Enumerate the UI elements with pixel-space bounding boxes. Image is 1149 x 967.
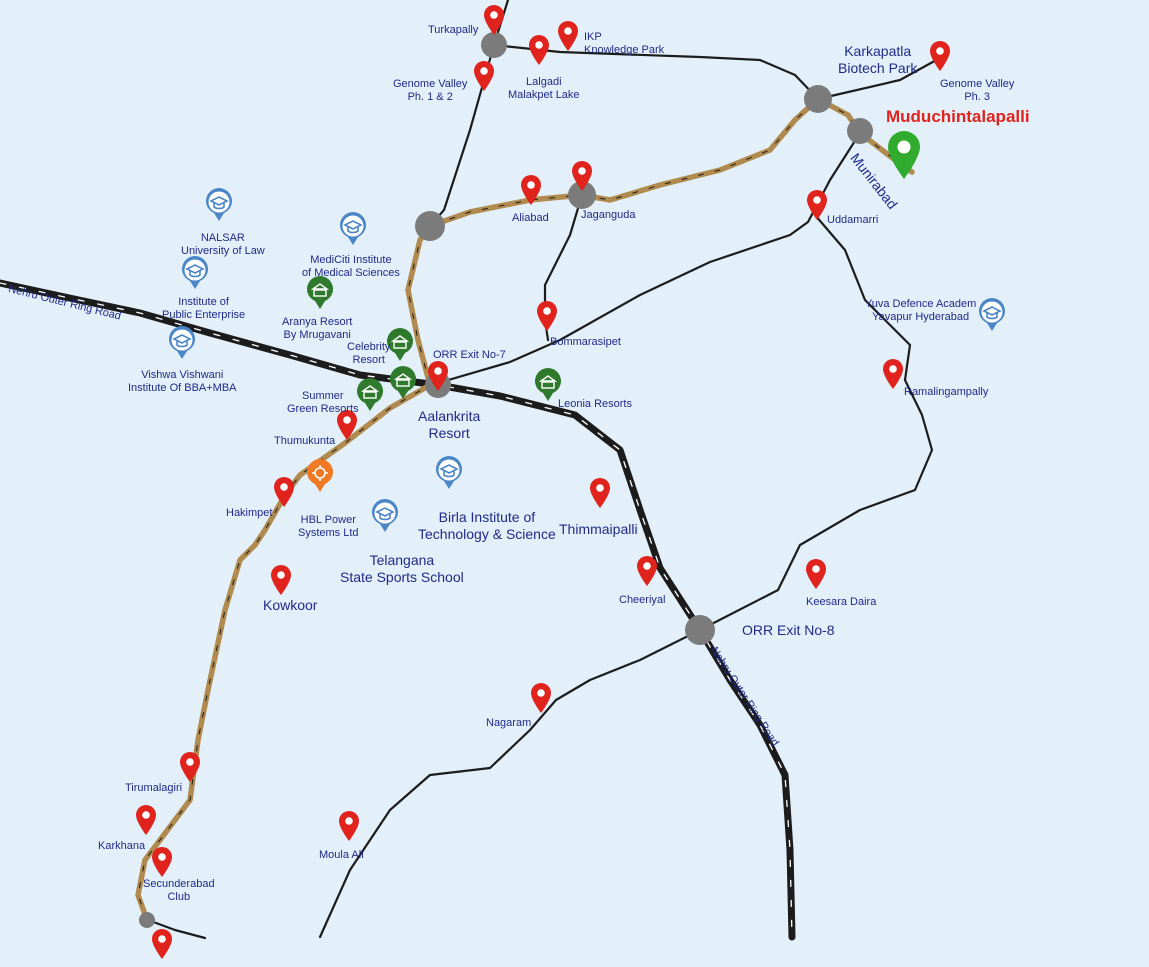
place-label: Secunderabad Club <box>143 878 215 903</box>
place-label: Vishwa Vishwani Institute Of BBA+MBA <box>128 369 237 394</box>
road-karkapatla-muduchintalapalli <box>816 56 942 101</box>
junction-muduchintalapalli <box>847 118 873 144</box>
location-pin-icon[interactable] <box>636 555 658 592</box>
project-name-label: Muduchintalapalli <box>886 107 1030 126</box>
junction-orr-exit-8 <box>685 615 715 645</box>
education-pin-icon[interactable] <box>978 298 1006 337</box>
education-pin-icon[interactable] <box>181 256 209 295</box>
place-label: Thumukunta <box>274 435 336 447</box>
place-label: IKP Knowledge Park <box>584 31 665 56</box>
junction-karkapatla <box>804 85 832 113</box>
place-label: NALSAR University of Law <box>181 232 265 257</box>
resort-pin-icon[interactable] <box>356 378 384 417</box>
place-label: Bommarasipet <box>550 336 621 348</box>
road-orr7-uddamarri <box>436 131 862 385</box>
location-pin-icon[interactable] <box>528 34 550 71</box>
place-label: Leonia Resorts <box>558 398 632 410</box>
place-label: Jaganguda <box>581 209 636 221</box>
resort-pin-icon[interactable] <box>306 276 334 315</box>
place-label: Moula Ali <box>319 849 364 861</box>
place-label: Aalankrita Resort <box>418 408 481 441</box>
junction-secunderabad <box>139 912 155 928</box>
place-label: HBL Power Systems Ltd <box>298 514 359 539</box>
location-pin-icon[interactable] <box>536 300 558 337</box>
place-label: Aranya Resort By Mrugavani <box>282 316 353 341</box>
place-label: Nagaram <box>486 717 532 729</box>
place-label: Birla Institute of Technology & Science <box>418 509 556 542</box>
junction-turkapally <box>481 32 507 58</box>
place-label: Ramalingampally <box>904 386 989 398</box>
location-pin-icon[interactable] <box>336 409 358 446</box>
place-label: Summer Green Resorts <box>287 390 359 415</box>
location-pin-icon[interactable] <box>530 682 552 719</box>
resort-pin-icon[interactable] <box>389 366 417 405</box>
education-pin-icon[interactable] <box>168 326 196 365</box>
junction-jaganguda <box>568 181 596 209</box>
location-pin-icon[interactable] <box>273 476 295 513</box>
place-label: Institute of Public Enterprise <box>162 296 246 321</box>
place-label: Tirumalagiri <box>125 782 183 794</box>
place-label: Genome Valley Ph. 1 & 2 <box>393 78 468 103</box>
place-label: Uddamarri <box>827 214 879 226</box>
location-pin-icon[interactable] <box>520 174 542 211</box>
place-label: Karkapatla Biotech Park <box>838 43 918 76</box>
location-pin-icon[interactable] <box>179 751 201 788</box>
industry-pin-icon[interactable] <box>306 459 334 498</box>
place-label: Cheeriyal <box>619 594 666 606</box>
location-pin-icon[interactable] <box>270 564 292 601</box>
education-pin-icon[interactable] <box>435 456 463 495</box>
location-pin-icon[interactable] <box>571 160 593 197</box>
location-pin-icon[interactable] <box>135 804 157 841</box>
location-pin-icon[interactable] <box>929 40 951 77</box>
project-location-pin-icon[interactable] <box>887 130 921 185</box>
place-label: ORR Exit No-8 <box>742 622 835 638</box>
road-secunderabad-south <box>146 918 207 940</box>
road-uddamarri-ramalingampally <box>698 213 934 632</box>
place-label: Aliabad <box>512 212 549 224</box>
junction-shamirpet <box>415 211 445 241</box>
road-turkapally-karkapatla <box>492 43 820 101</box>
place-label: Telangana State Sports School <box>340 552 464 585</box>
education-pin-icon[interactable] <box>371 499 399 538</box>
location-pin-icon[interactable] <box>151 846 173 883</box>
place-label: Hakimpet <box>226 507 273 519</box>
location-pin-icon[interactable] <box>557 20 579 57</box>
place-label: Kowkoor <box>263 597 318 613</box>
education-pin-icon[interactable] <box>339 212 367 251</box>
location-pin-icon[interactable] <box>483 4 505 41</box>
place-label: Celebrity Resort <box>347 341 391 366</box>
place-label: Genome Valley Ph. 3 <box>940 78 1015 103</box>
place-label: Yuva Defence Academ Yavapur Hyderabad <box>865 298 977 323</box>
location-pin-icon[interactable] <box>589 477 611 514</box>
resort-pin-icon[interactable] <box>386 328 414 367</box>
location-pin-icon[interactable] <box>151 928 173 965</box>
place-label: Thimmaipalli <box>559 521 638 537</box>
place-label: Keesara Daira <box>806 596 877 608</box>
location-pin-icon[interactable] <box>338 810 360 847</box>
place-label: MediCiti Institute of Medical Sciences <box>302 254 400 279</box>
education-pin-icon[interactable] <box>205 188 233 227</box>
location-pin-icon[interactable] <box>806 189 828 226</box>
location-pin-icon[interactable] <box>473 60 495 97</box>
place-label: Lalgadi Malakpet Lake <box>508 76 580 101</box>
place-label: Turkapally <box>428 24 479 36</box>
place-label: ORR Exit No-7 <box>433 349 506 361</box>
resort-pin-icon[interactable] <box>534 368 562 407</box>
location-pin-icon[interactable] <box>882 358 904 395</box>
location-pin-icon[interactable] <box>427 360 449 397</box>
location-pin-icon[interactable] <box>805 558 827 595</box>
place-label: Karkhana <box>98 840 146 852</box>
road-orr8-nagaram <box>318 628 702 939</box>
